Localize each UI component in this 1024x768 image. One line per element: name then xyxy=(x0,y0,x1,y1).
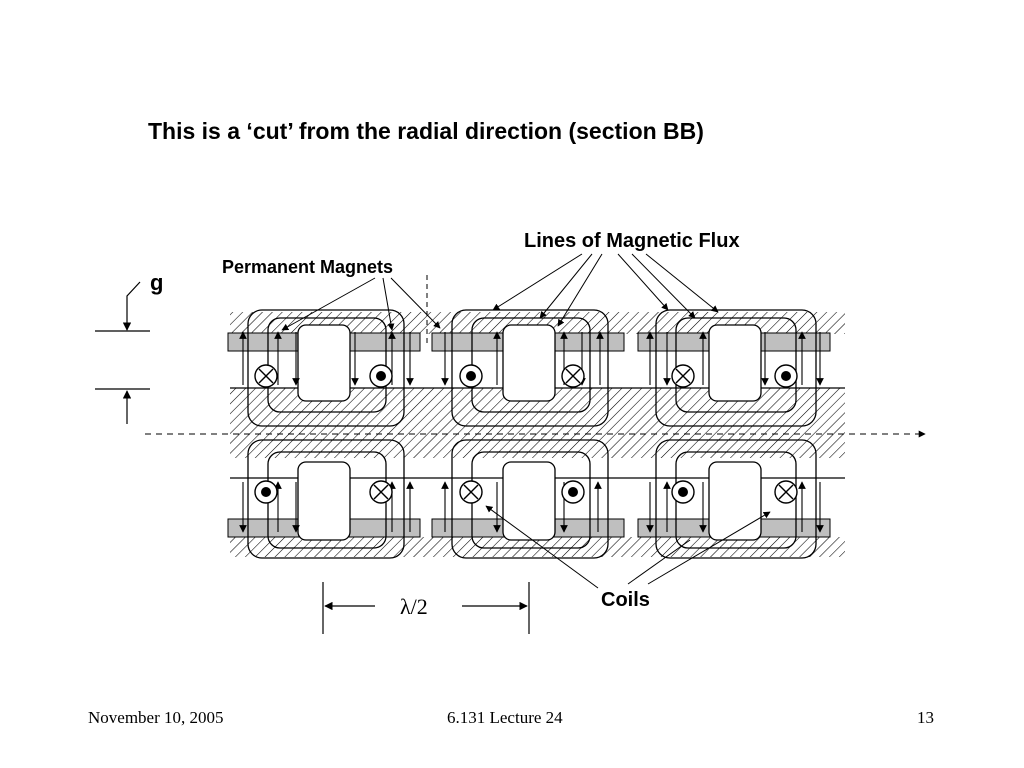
coils-label: Coils xyxy=(601,589,650,611)
coil-dot-symbol xyxy=(671,480,695,504)
coil-cross-symbol xyxy=(671,364,695,388)
half-wavelength-label: λ/2 xyxy=(400,594,428,619)
slide-title: This is a ‘cut’ from the radial directio… xyxy=(148,118,704,144)
half-wavelength-dimension xyxy=(322,582,530,634)
coil-cross-symbol xyxy=(459,480,483,504)
coil-symbols xyxy=(254,364,798,504)
flux-loops-top xyxy=(247,309,817,427)
coils-leaders xyxy=(485,505,771,589)
gap-label: g xyxy=(150,270,163,295)
coil-dot-symbol xyxy=(254,480,278,504)
magnetic-flux-leaders xyxy=(492,253,719,327)
coil-dot-symbol xyxy=(369,364,393,388)
permanent-magnets-leaders xyxy=(281,277,441,331)
footer-date: November 10, 2005 xyxy=(88,708,224,727)
magnetic-flux-label: Lines of Magnetic Flux xyxy=(524,230,740,252)
flux-loops-bottom xyxy=(247,439,817,559)
coil-dot-symbol xyxy=(774,364,798,388)
footer-page-number: 13 xyxy=(917,708,934,727)
coil-cross-symbol xyxy=(561,364,585,388)
magnetization-arrows-top xyxy=(239,331,824,386)
footer-course: 6.131 Lecture 24 xyxy=(447,708,563,727)
coil-cross-symbol xyxy=(774,480,798,504)
coil-cross-symbol xyxy=(254,364,278,388)
coil-cross-symbol xyxy=(369,480,393,504)
coil-dot-symbol xyxy=(459,364,483,388)
permanent-magnets-label: Permanent Magnets xyxy=(222,257,393,277)
coil-dot-symbol xyxy=(561,480,585,504)
magnetization-arrows-bottom xyxy=(239,481,824,533)
gap-dimension xyxy=(95,281,150,424)
permanent-magnets-top xyxy=(227,332,831,352)
